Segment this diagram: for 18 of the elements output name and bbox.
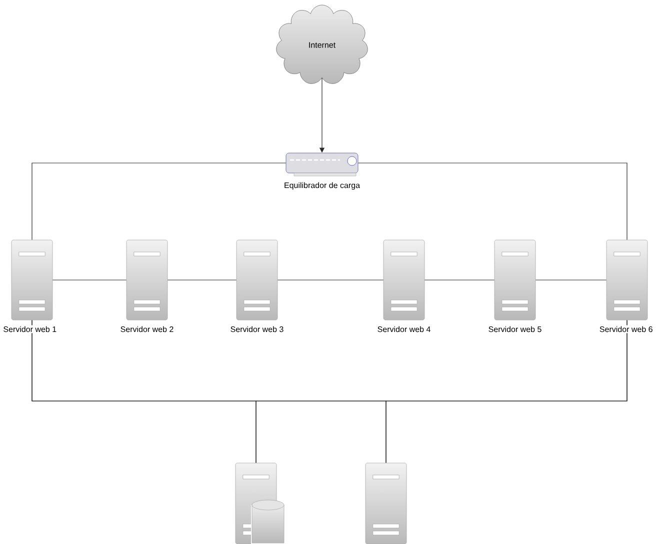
server-label: Servidor web 1: [2, 325, 58, 334]
connector: [386, 320, 628, 464]
server-label: Servidor web 6: [598, 325, 654, 334]
server-label: Servidor web 3: [229, 325, 285, 334]
server-icon: [606, 240, 648, 320]
connector: [358, 162, 628, 240]
server-icon: [11, 240, 53, 320]
server-icon: [365, 462, 407, 544]
server-label: Servidor web 2: [119, 325, 175, 334]
connector: [32, 162, 286, 240]
server-icon: [236, 240, 278, 320]
server-label: Servidor web 4: [376, 325, 432, 334]
server-icon: [383, 240, 425, 320]
server-icon: [126, 240, 168, 320]
server-icon: [494, 240, 536, 320]
device-label: Equilibrador de carga: [284, 182, 360, 190]
server-icon: [235, 462, 285, 544]
server-label: Servidor web 5: [487, 325, 543, 334]
